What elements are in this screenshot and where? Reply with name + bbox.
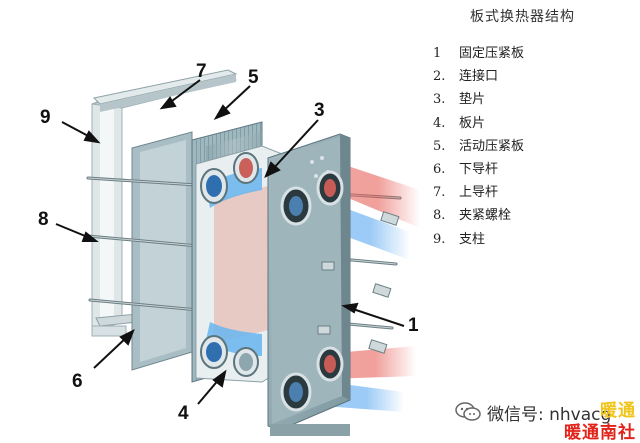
wechat-id-text: 微信号: nhvacg [487, 404, 612, 425]
legend-item: 8.夹紧螺栓 [433, 208, 512, 224]
callout-6: 6 [72, 371, 83, 392]
legend-item: 4.板片 [433, 115, 486, 131]
callout-9: 9 [40, 107, 51, 128]
callout-4: 4 [178, 403, 189, 424]
callout-3: 3 [314, 100, 325, 121]
watermark-line-1: 暖通 [600, 401, 636, 421]
bolt-nuts [317, 211, 400, 354]
connection-ports [280, 170, 344, 412]
leader-lines [55, 79, 405, 405]
wechat-id: 微信号: nhvacg [455, 400, 612, 425]
callout-5: 5 [248, 67, 259, 88]
gasket-plate [195, 145, 283, 383]
upper-guide-bar [92, 69, 238, 112]
callout-8: 8 [38, 209, 49, 230]
legend-item: 3.垫片 [433, 92, 486, 108]
movable-pressure-plate [131, 131, 193, 371]
watermark-line-2: 暖通南社 [564, 423, 636, 443]
legend-item: 6.下导杆 [433, 161, 499, 177]
legend-item: 9.支柱 [433, 231, 486, 247]
watermark: 暖通 暖通南社 [536, 396, 636, 443]
legend-item: 2.连接口 [433, 69, 499, 85]
callout-7: 7 [196, 61, 207, 82]
wechat-icon [455, 402, 481, 421]
legend-item: 7.上导杆 [433, 185, 499, 201]
legend-item: 5.活动压紧板 [433, 138, 525, 154]
callout-1: 1 [408, 315, 419, 336]
diagram-title: 板式换热器结构 [470, 9, 575, 25]
